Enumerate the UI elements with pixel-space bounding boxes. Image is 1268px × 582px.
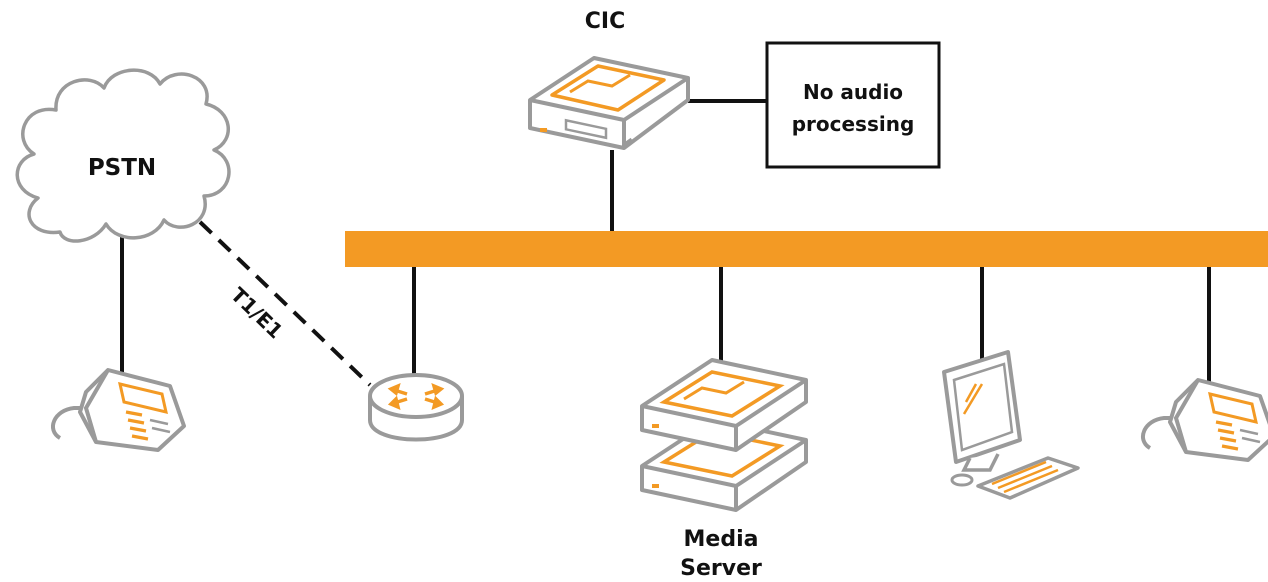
trunk-line xyxy=(198,220,372,387)
note-line1: No audio xyxy=(803,80,903,104)
server-icon xyxy=(528,56,690,150)
media-server-line2: Server xyxy=(680,556,762,581)
computer-icon xyxy=(942,350,1080,500)
desk-phone-icon xyxy=(51,368,186,452)
router-icon xyxy=(368,373,464,442)
trunk-label: T1/E1 xyxy=(226,283,288,344)
media-server-line1: Media xyxy=(684,527,759,552)
stacked-servers-icon xyxy=(640,358,808,512)
desk-phone-icon xyxy=(1141,378,1268,462)
cic-label: CIC xyxy=(585,9,625,34)
cloud-icon xyxy=(15,68,231,243)
network-bus xyxy=(345,231,1268,267)
pstn-label: PSTN xyxy=(88,155,156,181)
note-line2: processing xyxy=(792,112,915,136)
note-box xyxy=(765,41,941,169)
connections xyxy=(120,99,1211,387)
